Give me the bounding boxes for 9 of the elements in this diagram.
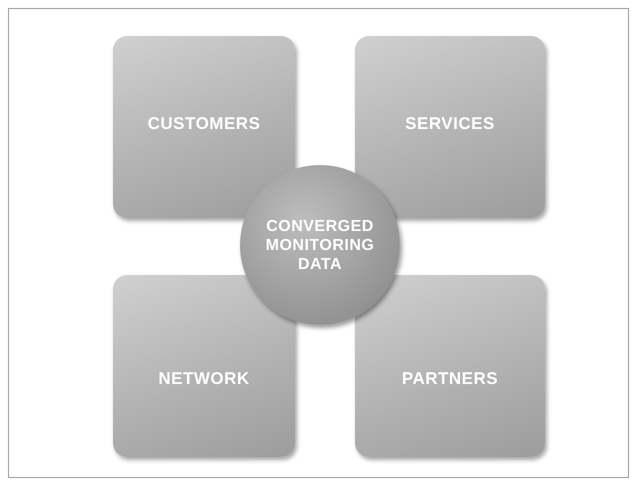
rounded-square [355, 275, 545, 457]
rounded-square [113, 36, 295, 218]
node-label: SERVICES [405, 114, 495, 134]
rounded-square [355, 36, 545, 218]
node-label: NETWORK [158, 369, 250, 389]
node-label: CONVERGED MONITORING DATA [264, 216, 376, 274]
node-label: CUSTOMERS [148, 114, 260, 134]
rounded-square [113, 275, 295, 457]
node-label: PARTNERS [402, 369, 498, 389]
